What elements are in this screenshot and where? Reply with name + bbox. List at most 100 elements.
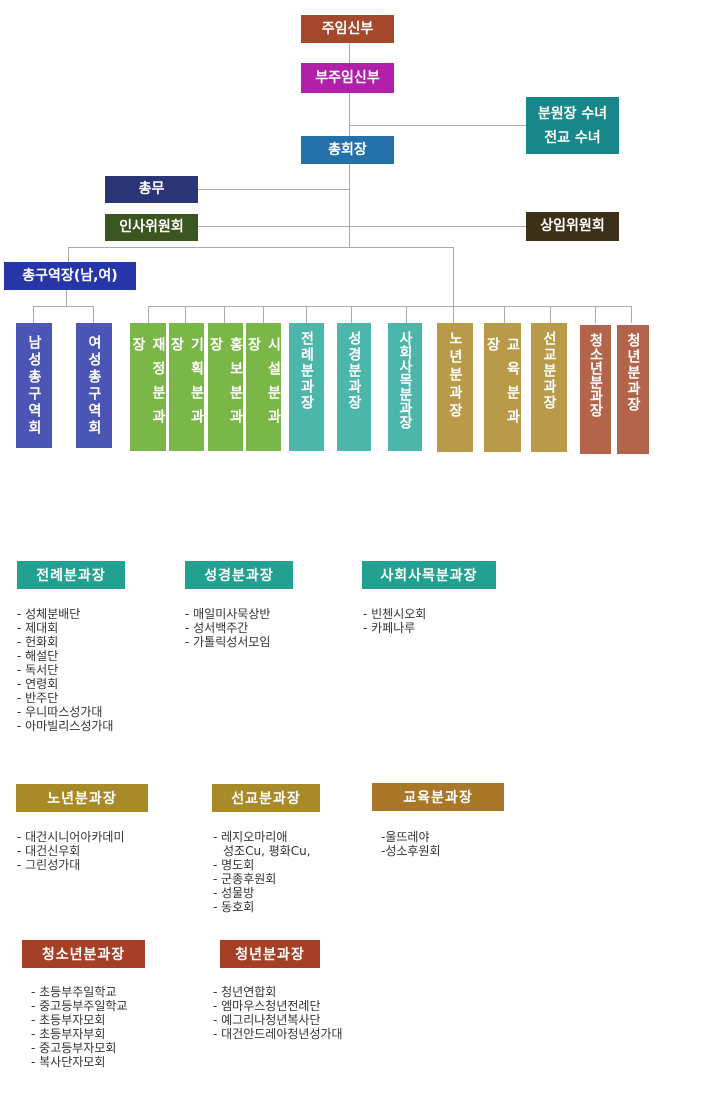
department-label: 노년분과장 bbox=[447, 331, 463, 421]
list-item: - 중고등부자모회 bbox=[31, 1041, 117, 1055]
district-box: 여성총구역회 bbox=[76, 323, 112, 448]
list-item: - 빈첸시오회 bbox=[363, 607, 427, 621]
list-item: - 초등부자모회 bbox=[31, 1013, 106, 1027]
pastor-label: 주임신부 bbox=[321, 20, 374, 37]
section-list: -울뜨레야-성소후원회 bbox=[381, 830, 441, 858]
personnel-committee-box: 인사위원회 bbox=[105, 214, 198, 241]
connector-line bbox=[306, 306, 307, 323]
list-item: - 헌화회 bbox=[17, 635, 59, 649]
department-box: 청년분과장 bbox=[617, 325, 649, 454]
department-box: 홍보분과장 bbox=[207, 323, 244, 451]
section-header: 성경분과장 bbox=[185, 561, 293, 589]
district-heads-box: 총구역장(남,여) bbox=[4, 262, 136, 290]
list-item: - 카페나루 bbox=[363, 621, 416, 635]
department-label: 시설분과장 bbox=[245, 337, 282, 433]
list-item: - 예그리나청년복사단 bbox=[213, 1013, 321, 1027]
list-item: - 그린성가대 bbox=[17, 858, 81, 872]
section-list: - 매일미사묵상반- 성서백주간- 가톨릭성서모임 bbox=[185, 607, 270, 649]
connector-line bbox=[148, 306, 149, 323]
list-item: - 명도회 bbox=[213, 858, 255, 872]
connector-line bbox=[631, 306, 632, 323]
connector-line bbox=[504, 306, 505, 323]
general-affairs-box: 총무 bbox=[105, 176, 198, 203]
department-box: 시설분과장 bbox=[245, 323, 282, 451]
standing-committee-label: 상임위원회 bbox=[540, 218, 605, 235]
connector-line bbox=[406, 306, 407, 323]
section-list: - 청년연합회- 엠마우스청년전례단- 예그리나청년복사단- 대건안드레아청년성… bbox=[213, 985, 343, 1041]
department-label: 성경분과장 bbox=[346, 331, 362, 411]
sisters-label-2: 전교 수녀 bbox=[544, 129, 601, 146]
department-label: 기획분과장 bbox=[168, 337, 205, 433]
list-item: -성소후원회 bbox=[381, 844, 441, 858]
list-item: - 연령회 bbox=[17, 677, 59, 691]
list-item: - 청년연합회 bbox=[213, 985, 277, 999]
district-label: 남성총구역회 bbox=[26, 335, 42, 437]
department-label: 청소년분과장 bbox=[587, 333, 604, 417]
connector-line bbox=[66, 290, 67, 306]
connector-line bbox=[33, 306, 93, 307]
list-item: -울뜨레야 bbox=[381, 830, 430, 844]
list-item: - 군종후원회 bbox=[213, 872, 277, 886]
list-item: - 엠마우스청년전례단 bbox=[213, 999, 321, 1013]
department-label: 선교분과장 bbox=[541, 331, 557, 411]
connector-line bbox=[148, 306, 631, 307]
list-item: - 우니따스성가대 bbox=[17, 705, 103, 719]
list-item: - 독서단 bbox=[17, 663, 59, 677]
connector-line bbox=[185, 306, 186, 323]
president-box: 총회장 bbox=[301, 136, 394, 164]
general-affairs-label: 총무 bbox=[138, 181, 165, 198]
list-item: 성조Cu, 평화Cu, bbox=[223, 844, 311, 858]
list-item: - 제대회 bbox=[17, 621, 59, 635]
list-item: - 레지오마리애 bbox=[213, 830, 288, 844]
section-title: 선교분과장 bbox=[231, 791, 301, 807]
connector-line bbox=[198, 226, 526, 227]
connector-line bbox=[33, 306, 34, 323]
department-label: 전례분과장 bbox=[298, 331, 315, 411]
department-box: 청소년분과장 bbox=[580, 325, 611, 454]
connector-line bbox=[198, 189, 349, 190]
list-item: - 복사단자모회 bbox=[31, 1055, 106, 1069]
section-header: 전례분과장 bbox=[17, 561, 125, 589]
list-item: - 대건안드레아청년성가대 bbox=[213, 1027, 343, 1041]
department-box: 기획분과장 bbox=[168, 323, 205, 451]
section-list: - 빈첸시오회- 카페나루 bbox=[363, 607, 426, 635]
connector-line bbox=[349, 125, 526, 126]
section-header: 청소년분과장 bbox=[22, 940, 145, 968]
section-title: 청년분과장 bbox=[235, 947, 305, 963]
list-item: - 중고등부주일학교 bbox=[31, 999, 128, 1013]
department-box: 교육분과장 bbox=[484, 323, 521, 452]
connector-line bbox=[224, 306, 225, 323]
sisters-label-1: 분원장 수녀 bbox=[537, 105, 608, 122]
section-title: 교육분과장 bbox=[403, 790, 473, 806]
list-item: - 해설단 bbox=[17, 649, 59, 663]
list-item: - 초등부자부회 bbox=[31, 1027, 106, 1041]
department-label: 홍보분과장 bbox=[207, 337, 244, 433]
section-header: 청년분과장 bbox=[220, 940, 320, 968]
department-label: 교육분과장 bbox=[484, 337, 521, 433]
list-item: - 반주단 bbox=[17, 691, 59, 705]
department-box: 전례분과장 bbox=[289, 323, 324, 451]
list-item: - 아마빌리스성가대 bbox=[17, 719, 114, 733]
section-title: 사회사목분과장 bbox=[380, 568, 478, 584]
section-list: - 대건시니어아카데미- 대건신우회- 그린성가대 bbox=[17, 830, 125, 872]
section-list: - 초등부주일학교- 중고등부주일학교- 초등부자모회- 초등부자부회- 중고등… bbox=[31, 985, 127, 1069]
list-item: - 성서백주간 bbox=[185, 621, 249, 635]
list-item: - 가톨릭성서모임 bbox=[185, 635, 271, 649]
section-header: 사회사목분과장 bbox=[362, 561, 496, 589]
standing-committee-box: 상임위원회 bbox=[526, 212, 619, 241]
department-label: 사회사목분과장 bbox=[397, 331, 413, 429]
section-title: 노년분과장 bbox=[47, 791, 117, 807]
list-item: - 성체분배단 bbox=[17, 607, 81, 621]
connector-line bbox=[263, 306, 264, 323]
district-heads-label: 총구역장(남,여) bbox=[22, 267, 118, 284]
section-header: 교육분과장 bbox=[372, 783, 504, 811]
list-item: - 대건시니어아카데미 bbox=[17, 830, 125, 844]
department-box: 선교분과장 bbox=[531, 323, 567, 452]
department-box: 재정분과장 bbox=[130, 323, 166, 451]
list-item: - 성물방 bbox=[213, 886, 255, 900]
section-title: 전례분과장 bbox=[36, 568, 106, 584]
connector-line bbox=[93, 306, 94, 323]
assistant-pastor-label: 부주임신부 bbox=[315, 69, 380, 86]
personnel-committee-label: 인사위원회 bbox=[119, 219, 184, 236]
connector-line bbox=[453, 247, 454, 306]
